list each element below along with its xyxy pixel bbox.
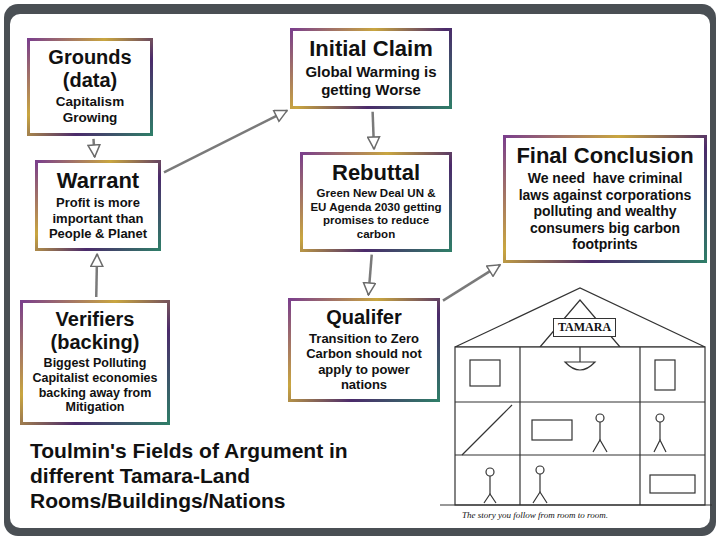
- slide-panel: [10, 14, 710, 528]
- argument-box: Grounds (data)Capitalism Growing: [27, 38, 153, 136]
- person-head: [486, 468, 494, 476]
- person-legs: [533, 492, 547, 503]
- box-heading: Qualifer: [297, 306, 431, 329]
- box-heading: Final Conclusion: [512, 143, 698, 168]
- box-body: Green New Deal UN & EU Agenda 2030 getti…: [309, 187, 443, 241]
- room-wall: [639, 347, 640, 505]
- argument-arrow: [443, 265, 500, 301]
- box-heading: Initial Claim: [299, 36, 443, 61]
- argument-arrow: [95, 254, 98, 297]
- argument-box: RebuttalGreen New Deal UN & EU Agenda 20…: [300, 152, 452, 252]
- box-body: Transition to Zero Carbon should not app…: [297, 331, 431, 392]
- person-body: [539, 474, 540, 492]
- table: [532, 420, 572, 440]
- box-heading: Rebuttal: [309, 160, 443, 185]
- person-body: [599, 422, 600, 440]
- floor-line: [455, 454, 705, 455]
- argument-box: QualiferTransition to Zero Carbon should…: [288, 298, 440, 402]
- diagram-title: Toulmin's Fields of Argument in differen…: [30, 438, 435, 514]
- illustration-caption: The story you follow from room to room.: [462, 510, 608, 520]
- ground-line: [440, 504, 712, 505]
- box-heading: Verifiers (backing): [29, 308, 161, 354]
- box-body: Capitalism Growing: [36, 94, 144, 126]
- person-body: [659, 422, 660, 440]
- slide-frame: [4, 4, 716, 536]
- person-body: [489, 476, 490, 494]
- bed: [650, 475, 695, 493]
- chandelier: [565, 362, 595, 370]
- box-body: Global Warming is getting Worse: [299, 63, 443, 98]
- roof-gable: [540, 300, 620, 347]
- argument-box: Verifiers (backing)Biggest Polluting Cap…: [20, 300, 170, 425]
- chandelier-chain: [579, 347, 580, 362]
- box-body: We need have criminal laws against corpo…: [512, 170, 698, 253]
- argument-box: WarrantProfit is more important than Peo…: [35, 160, 161, 251]
- person-head: [536, 466, 544, 474]
- box-body: Profit is more important than People & P…: [44, 195, 152, 241]
- person-legs: [484, 494, 496, 503]
- box-heading: Warrant: [44, 168, 152, 193]
- argument-box: Final ConclusionWe need have criminal la…: [503, 135, 707, 263]
- argument-arrow: [93, 139, 94, 157]
- argument-arrow: [368, 255, 371, 295]
- floor-line: [455, 401, 705, 402]
- stairs: [462, 405, 512, 455]
- argument-box: Initial ClaimGlobal Warming is getting W…: [290, 28, 452, 109]
- person-head: [656, 414, 664, 422]
- person-head: [596, 414, 604, 422]
- room-wall: [519, 347, 520, 505]
- person-legs: [593, 440, 607, 452]
- person-legs: [654, 440, 666, 452]
- sign-label: TAMARA: [553, 318, 616, 337]
- box-heading: Grounds (data): [36, 46, 144, 92]
- window: [470, 360, 500, 386]
- argument-arrow: [164, 111, 287, 173]
- window: [655, 360, 675, 390]
- house-walls: [455, 347, 705, 505]
- house-roof: [455, 288, 705, 347]
- argument-arrow: [373, 112, 374, 149]
- box-body: Biggest Polluting Capitalist economies b…: [29, 356, 161, 415]
